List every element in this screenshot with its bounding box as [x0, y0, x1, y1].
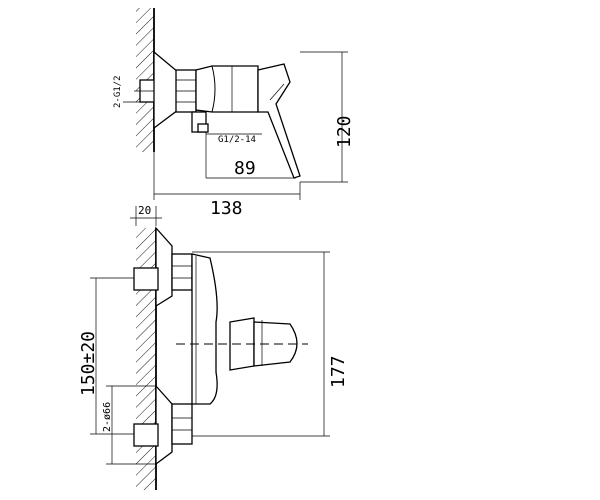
front-lower-pipe [133, 423, 159, 447]
centers-dimension: 150±20 [78, 331, 99, 396]
outlet-thread-label: G1/2-14 [218, 135, 256, 145]
side-height-dimension: 120 [334, 115, 355, 148]
front-wall-hatch [136, 228, 156, 490]
side-lever-handle [257, 63, 301, 179]
wall-offset-dimension: 20 [138, 204, 151, 217]
side-total-dimension: 138 [210, 198, 243, 219]
front-lower-nut [171, 403, 193, 445]
inlet-thread-label: 2-G1/2 [113, 75, 123, 108]
front-height-dimension: 177 [328, 355, 349, 388]
side-mixer-body [195, 65, 259, 113]
side-escutcheon [153, 50, 179, 130]
front-mixer-body [191, 253, 218, 405]
front-upper-nut [171, 253, 193, 291]
side-depth-dimension: 89 [234, 158, 256, 179]
escutcheon-dimension: 2-ø66 [102, 402, 113, 432]
front-upper-pipe [133, 267, 159, 291]
side-view: 2-G1/2 G1/2-14 120 89 138 [113, 8, 355, 219]
front-upper-escutcheon [155, 226, 173, 308]
front-view: 20 177 150±20 2 [78, 204, 349, 490]
